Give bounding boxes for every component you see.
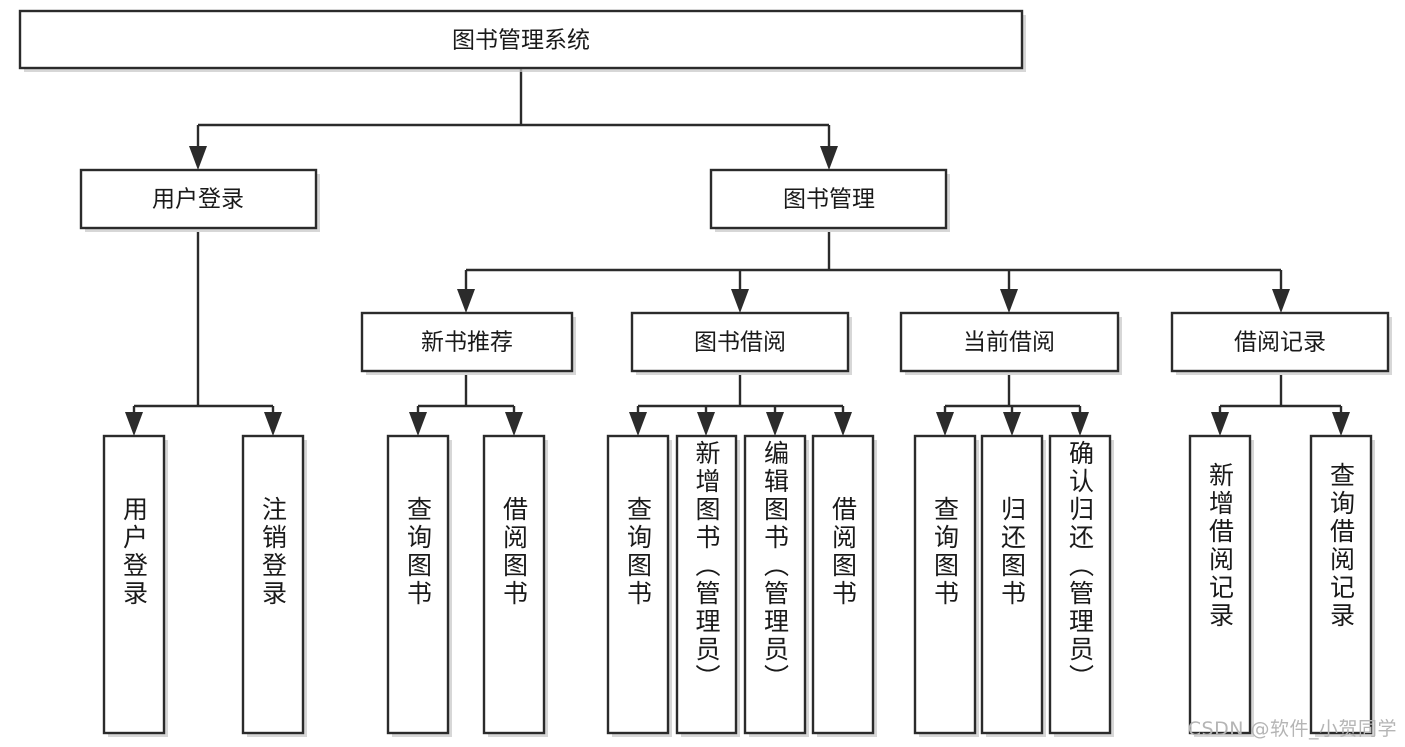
leaf-group-borrow-record (1188, 434, 1375, 737)
leaf-borrowrecord-1-box[interactable] (1188, 434, 1252, 735)
node-user-login-label: 用户登录 (152, 187, 244, 213)
arrow-head-leaf-currentborrow-1 (936, 412, 954, 436)
node-book-management[interactable]: 图书管理 (709, 168, 950, 232)
arrow-head-leaf-bookborrow-1 (629, 412, 647, 436)
arrow-head-leaf-newbook-2 (505, 412, 523, 436)
arrow-head-leaf-bookborrow-2 (697, 412, 715, 436)
arrow-head-leaf-bookborrow-4 (834, 412, 852, 436)
leaf-currentborrow-2-box[interactable] (980, 434, 1044, 735)
leaf-currentborrow-3-box[interactable] (1048, 434, 1112, 735)
node-book-management-box[interactable] (709, 168, 948, 230)
arrow-head-leaf-user-login (125, 412, 143, 436)
leaf-borrowrecord-2-box[interactable] (1309, 434, 1373, 735)
leaf-bookborrow-3-box[interactable] (743, 434, 807, 735)
node-book-borrow-label: 图书借阅 (694, 330, 786, 356)
node-new-book-recommend-label: 新书推荐 (421, 330, 513, 356)
node-borrow-record[interactable]: 借阅记录 (1170, 311, 1392, 375)
arrow-head-bookborrow (731, 289, 749, 313)
leaf-newbook-1-box[interactable] (386, 434, 450, 735)
arrow-head-currentborrow (1000, 289, 1018, 313)
arrow-head-borrowrecord (1272, 289, 1290, 313)
leaf-user-login-2-box[interactable] (241, 434, 305, 735)
node-current-borrow[interactable]: 当前借阅 (899, 311, 1122, 375)
node-root-label: 图书管理系统 (452, 28, 590, 54)
arrow-head-leaf-borrowrecord-2 (1332, 412, 1350, 436)
node-user-login-box[interactable] (79, 168, 318, 230)
node-root[interactable]: 图书管理系统 (18, 9, 1026, 72)
connector-group (125, 68, 1350, 436)
leaf-user-login-1-box[interactable] (102, 434, 166, 735)
node-current-borrow-box[interactable] (899, 311, 1120, 373)
node-current-borrow-label: 当前借阅 (963, 330, 1055, 356)
node-new-book-recommend[interactable]: 新书推荐 (360, 311, 576, 375)
arrow-head-newbook (457, 289, 475, 313)
arrow-head-leaf-user-logout (264, 412, 282, 436)
leaf-bookborrow-1-box[interactable] (606, 434, 670, 735)
leaf-group-user-login (102, 434, 307, 737)
leaf-bookborrow-4-box[interactable] (811, 434, 875, 735)
arrow-head-userlogin (189, 146, 207, 170)
node-book-management-label: 图书管理 (783, 187, 875, 213)
arrow-head-leaf-newbook-1 (409, 412, 427, 436)
leaf-currentborrow-1-box[interactable] (913, 434, 977, 735)
node-book-borrow-box[interactable] (630, 311, 850, 373)
node-new-book-recommend-box[interactable] (360, 311, 574, 373)
arrow-head-leaf-bookborrow-3 (766, 412, 784, 436)
node-user-login[interactable]: 用户登录 (79, 168, 320, 232)
arrow-head-leaf-borrowrecord-1 (1211, 412, 1229, 436)
node-root-box[interactable] (18, 9, 1024, 70)
arrow-head-bookmgmt (820, 146, 838, 170)
arrow-head-leaf-currentborrow-2 (1003, 412, 1021, 436)
leaf-group-current-borrow (913, 434, 1114, 737)
arrow-head-leaf-currentborrow-3 (1071, 412, 1089, 436)
node-borrow-record-box[interactable] (1170, 311, 1390, 373)
node-book-borrow[interactable]: 图书借阅 (630, 311, 852, 375)
leaf-group-new-book-recommend (386, 434, 548, 737)
leaf-newbook-2-box[interactable] (482, 434, 546, 735)
leaf-group-book-borrow (606, 434, 877, 737)
leaf-bookborrow-2-box[interactable] (675, 434, 738, 735)
node-borrow-record-label: 借阅记录 (1234, 330, 1326, 356)
